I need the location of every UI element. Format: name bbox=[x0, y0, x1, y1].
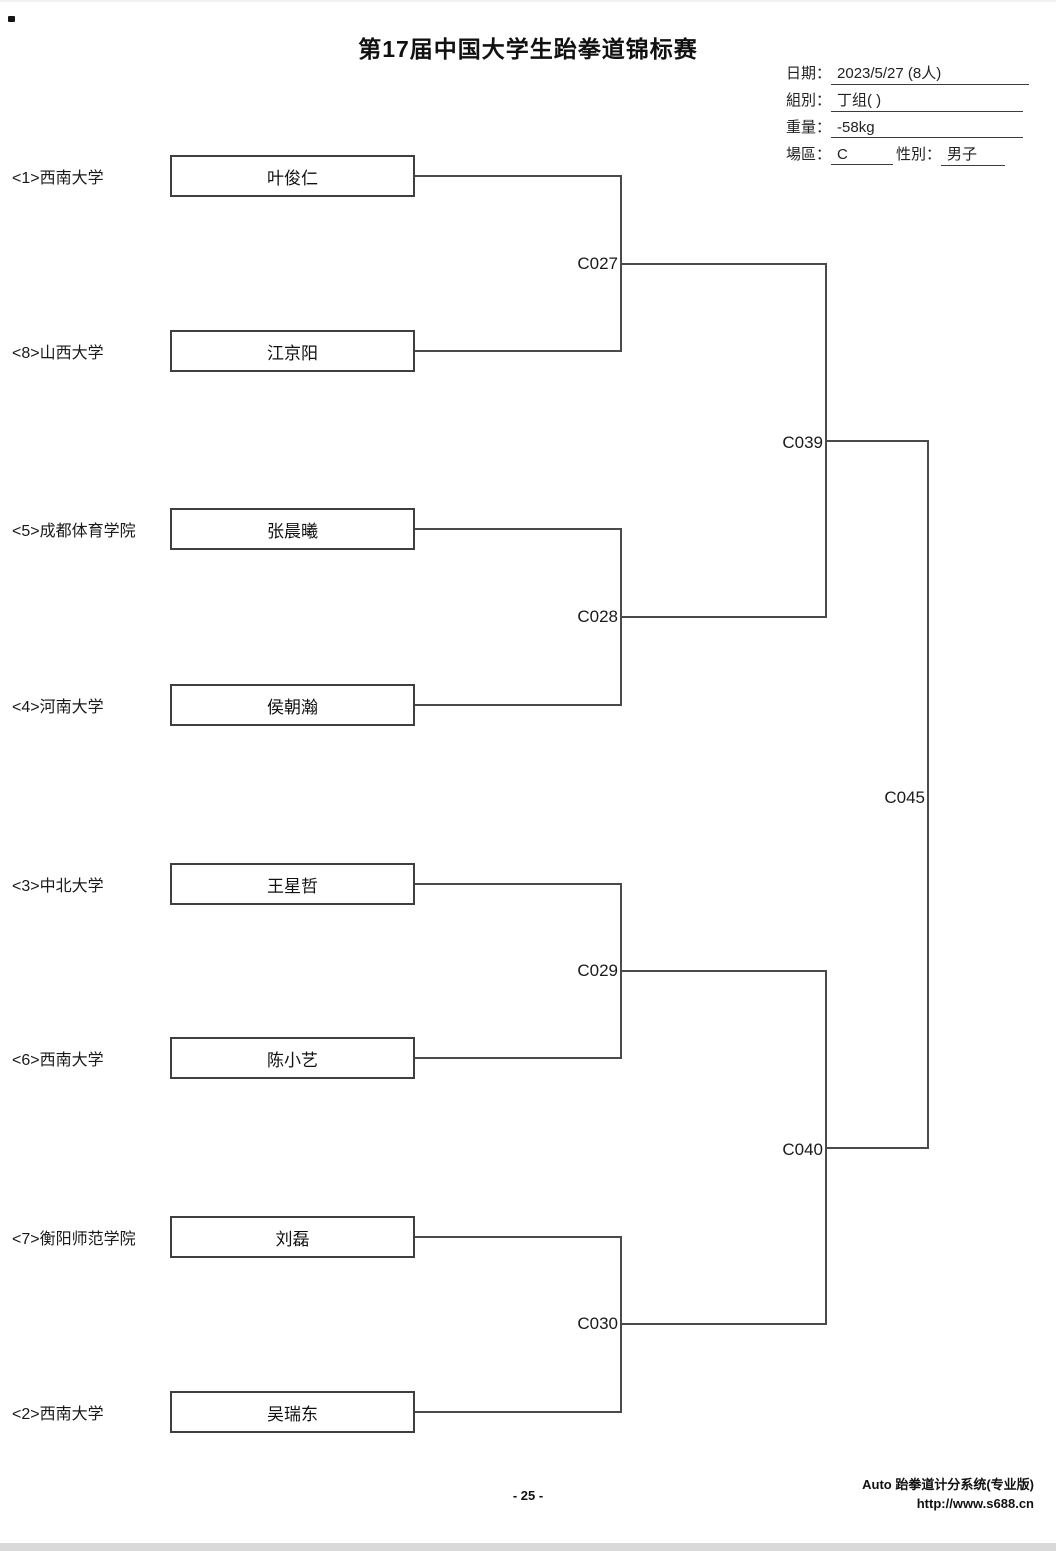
group-field: 組別：丁组( ) bbox=[786, 89, 1024, 112]
bracket-line bbox=[825, 1147, 929, 1149]
player-name: 王星哲 bbox=[267, 876, 318, 896]
gender-label: 性別： bbox=[896, 146, 942, 163]
scan-top-hairline bbox=[0, 0, 1056, 2]
player-name-box: 叶俊仁 bbox=[170, 155, 415, 197]
bracket-line bbox=[415, 1057, 622, 1059]
match-code-sf1: C039 bbox=[741, 431, 823, 455]
bracket-entry-6: <6>西南大学 陈小艺 bbox=[0, 1037, 1056, 1079]
player-name: 江京阳 bbox=[267, 343, 318, 363]
bracket-entry-3: <5>成都体育学院 张晨曦 bbox=[0, 508, 1056, 550]
footer-url: http://www.s688.cn bbox=[916, 1496, 1034, 1511]
gender-value: 男子 bbox=[941, 143, 1006, 166]
bracket-entry-8: <2>西南大学 吴瑞东 bbox=[0, 1391, 1056, 1433]
footer-system-name: Auto 跆拳道计分系统(专业版) bbox=[862, 1477, 1034, 1492]
match-code-final: C045 bbox=[843, 786, 925, 810]
match-code-qf1: C027 bbox=[536, 252, 618, 276]
player-name: 张晨曦 bbox=[267, 521, 318, 541]
player-name: 陈小艺 bbox=[267, 1050, 318, 1070]
player-name-box: 侯朝瀚 bbox=[170, 684, 415, 726]
date-value: 2023/5/27 (8人) bbox=[831, 62, 1030, 85]
player-name: 吴瑞东 bbox=[267, 1404, 318, 1424]
footer-branding: Auto 跆拳道计分系统(专业版) http://www.s688.cn bbox=[862, 1475, 1034, 1513]
seed-school-label: <2>西南大学 bbox=[12, 1406, 104, 1423]
seed-school-label: <8>山西大学 bbox=[12, 345, 104, 362]
match-code-qf2: C028 bbox=[536, 605, 618, 629]
bracket-line bbox=[927, 440, 929, 1149]
bracket-entry-7: <7>衡阳师范学院 刘磊 bbox=[0, 1216, 1056, 1258]
bracket-line bbox=[620, 970, 827, 972]
area-label: 場區： bbox=[786, 146, 832, 163]
seed-school-label: <4>河南大学 bbox=[12, 699, 104, 716]
group-value: 丁组( ) bbox=[831, 89, 1024, 112]
seed-school-label: <1>西南大学 bbox=[12, 170, 104, 187]
page-number: - 25 - bbox=[512, 1488, 544, 1503]
bracket-line bbox=[415, 704, 622, 706]
player-name-box: 吴瑞东 bbox=[170, 1391, 415, 1433]
player-name-box: 刘磊 bbox=[170, 1216, 415, 1258]
bracket-line bbox=[620, 263, 827, 265]
player-name: 侯朝瀚 bbox=[267, 697, 318, 717]
bracket-line bbox=[415, 175, 622, 177]
seed-school-label: <5>成都体育学院 bbox=[12, 523, 136, 540]
player-name: 刘磊 bbox=[275, 1229, 310, 1249]
area-value: C bbox=[831, 146, 894, 165]
bracket-entry-2: <8>山西大学 江京阳 bbox=[0, 330, 1056, 372]
match-code-sf2: C040 bbox=[741, 1138, 823, 1162]
bracket-line bbox=[620, 616, 827, 618]
seed-school-label: <7>衡阳师范学院 bbox=[12, 1231, 136, 1248]
area-field: 場區：C bbox=[786, 143, 894, 165]
player-name-box: 江京阳 bbox=[170, 330, 415, 372]
match-code-qf4: C030 bbox=[536, 1312, 618, 1336]
bracket-line bbox=[825, 440, 929, 442]
bracket-line bbox=[415, 1236, 622, 1238]
bracket-entry-4: <4>河南大学 侯朝瀚 bbox=[0, 684, 1056, 726]
weight-field: 重量：-58kg bbox=[786, 116, 1024, 138]
player-name-box: 王星哲 bbox=[170, 863, 415, 905]
gender-field: 性別：男子 bbox=[896, 143, 1006, 166]
bracket-entry-5: <3>中北大学 王星哲 bbox=[0, 863, 1056, 905]
bracket-line bbox=[415, 528, 622, 530]
player-name-box: 陈小艺 bbox=[170, 1037, 415, 1079]
page-title: 第17届中国大学生跆拳道锦标赛 bbox=[358, 36, 698, 62]
bracket-line bbox=[415, 1411, 622, 1413]
date-label: 日期： bbox=[786, 65, 832, 82]
match-code-qf3: C029 bbox=[536, 959, 618, 983]
scan-speck bbox=[8, 16, 15, 22]
date-field: 日期：2023/5/27 (8人) bbox=[786, 62, 1030, 85]
scan-bottom-strip bbox=[0, 1543, 1056, 1551]
player-name: 叶俊仁 bbox=[267, 168, 318, 188]
seed-school-label: <3>中北大学 bbox=[12, 878, 104, 895]
bracket-line bbox=[620, 1323, 827, 1325]
seed-school-label: <6>西南大学 bbox=[12, 1052, 104, 1069]
weight-value: -58kg bbox=[831, 119, 1024, 138]
bracket-line bbox=[415, 883, 622, 885]
bracket-line bbox=[415, 350, 622, 352]
player-name-box: 张晨曦 bbox=[170, 508, 415, 550]
bracket-entry-1: <1>西南大学 叶俊仁 bbox=[0, 155, 1056, 197]
group-label: 組別： bbox=[786, 92, 832, 109]
weight-label: 重量： bbox=[786, 119, 832, 136]
